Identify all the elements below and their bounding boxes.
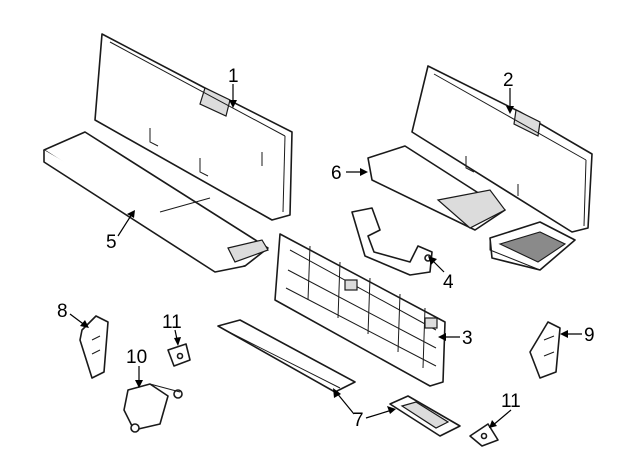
seat-frame [274,233,446,387]
callout-9: 9 [584,325,595,346]
right-hinge [529,321,561,379]
right-seat-cushion [367,145,576,271]
clip-left [167,343,191,367]
callout-11-left: 11 [162,312,182,333]
right-seat-back [411,65,593,233]
callout-3: 3 [462,328,473,349]
callout-7: 7 [353,410,364,431]
callout-5: 5 [106,232,117,253]
callout-2: 2 [503,70,514,91]
callout-1: 1 [228,66,239,87]
latch-assembly [123,383,183,433]
callout-4: 4 [443,272,454,293]
left-seat-back [94,33,293,221]
callout-11-right: 11 [501,391,521,412]
callout-8: 8 [57,301,68,322]
seat-bracket [351,207,433,276]
seat-rails [217,319,461,437]
callout-6: 6 [331,163,342,184]
clip-right [469,423,499,447]
callout-10: 10 [126,347,147,368]
leader-lines [69,84,582,428]
left-hinge [79,315,109,379]
